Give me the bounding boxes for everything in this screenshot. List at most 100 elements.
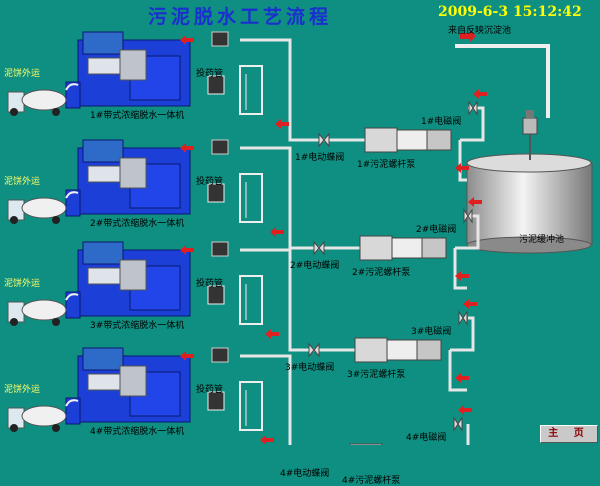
pump-label: 1#污泥螺杆泵 [357, 160, 416, 170]
valve-label: 3#电动蝶阀 [285, 363, 335, 373]
cake-chute [65, 81, 81, 109]
machine-hopper [82, 241, 124, 265]
motor [119, 259, 147, 291]
butterfly-valve [313, 240, 325, 256]
flow-arrow [460, 30, 476, 42]
flush-pipe [466, 424, 470, 445]
solenoid-valve [458, 310, 468, 326]
valve-label: 1#电动蝶阀 [295, 153, 345, 163]
outbound-label: 泥饼外运 [4, 279, 41, 289]
sludge-pipe [240, 146, 360, 250]
dosing-tank [239, 381, 263, 431]
discharge-chute [65, 399, 79, 407]
machine-hopper [82, 31, 124, 55]
sludge-pipe [240, 354, 292, 445]
dosing-label: 投药管 [196, 69, 224, 79]
cake-chute [65, 189, 81, 217]
sludge-pipe [453, 248, 467, 290]
flow-arrow [260, 435, 274, 445]
flow-arrow [180, 245, 194, 255]
screw-pump-body [386, 339, 418, 361]
truck-wheel [52, 318, 60, 326]
sludge-pipe [458, 140, 467, 182]
truck-tank [21, 197, 67, 219]
dosing-label: 投药管 [196, 385, 224, 395]
cake-chute [65, 397, 81, 425]
flow-meter [211, 139, 229, 155]
flow-arrow [180, 35, 194, 45]
motor [119, 365, 147, 397]
machine-hopper [82, 139, 124, 163]
motor [119, 157, 147, 189]
inlet-pipe [455, 44, 550, 118]
flow-arrow [455, 373, 469, 383]
dosing-meter [207, 285, 225, 305]
dosing-meter [207, 75, 225, 95]
screw-pump-head [364, 127, 398, 153]
valve-label: 2#电动蝶阀 [290, 261, 340, 271]
pump-label: 2#污泥螺杆泵 [352, 268, 411, 278]
home-button[interactable]: 主 页 [540, 425, 598, 443]
outbound-label: 泥饼外运 [4, 385, 41, 395]
truck-wheel [52, 216, 60, 224]
dosing-meter [207, 391, 225, 411]
truck-wheel [10, 108, 18, 116]
dosing-tank [239, 173, 263, 223]
page-title: 污泥脱水工艺流程 [148, 6, 333, 28]
machine-label: 4#带式浓缩脱水一体机 [90, 427, 185, 437]
flow-arrow [270, 227, 284, 237]
process-diagram [7, 30, 593, 445]
flow-arrow [468, 197, 482, 207]
sludge-pipe [240, 248, 355, 352]
dosing-label: 投药管 [196, 177, 224, 187]
screw-pump-head [359, 235, 393, 261]
solenoid-label: 2#电磁阀 [416, 225, 457, 235]
pump-label: 3#污泥螺杆泵 [347, 370, 406, 380]
truck-wheel [10, 318, 18, 326]
screw-pump-head [354, 337, 388, 363]
flow-arrow [463, 299, 477, 309]
truck-wheel [52, 424, 60, 432]
screw-pump-body [396, 129, 428, 151]
machine-label: 1#带式浓缩脱水一体机 [90, 111, 185, 121]
solenoid-label: 1#电磁阀 [421, 117, 462, 127]
solenoid-valve [463, 208, 473, 224]
truck-wheel [10, 424, 18, 432]
pump-motor [426, 129, 452, 151]
sludge-pipe [448, 350, 467, 392]
flow-arrow [180, 143, 194, 153]
dosing-label: 投药管 [196, 279, 224, 289]
flow-meter [211, 241, 229, 257]
flush-pipe [460, 106, 485, 142]
dosing-tank [239, 275, 263, 325]
flow-meter [211, 31, 229, 47]
valve-label: 4#电动蝶阀 [280, 469, 330, 479]
solenoid-label: 4#电磁阀 [406, 433, 447, 443]
machine-hopper [82, 347, 124, 371]
discharge-chute [65, 191, 79, 199]
flush-pipe [450, 316, 475, 352]
truck-tank [21, 89, 67, 111]
tank-label: 污泥缓冲池 [519, 235, 565, 245]
flow-arrow [455, 271, 469, 281]
flow-arrow [458, 405, 472, 415]
outbound-label: 泥饼外运 [4, 69, 41, 79]
truck-wheel [52, 108, 60, 116]
discharge-chute [65, 293, 79, 301]
outbound-label: 泥饼外运 [4, 177, 41, 187]
flow-arrow [275, 119, 289, 129]
machine-label: 2#带式浓缩脱水一体机 [90, 219, 185, 229]
flow-meter [211, 347, 229, 363]
source-label: 来自反映沉淀池 [448, 26, 512, 36]
flow-arrow [265, 329, 279, 339]
flow-arrow [473, 89, 487, 99]
flush-pipe [455, 214, 480, 250]
screw-pump-body [391, 237, 423, 259]
truck-wheel [10, 216, 18, 224]
solenoid-valve [468, 100, 478, 116]
motor [119, 49, 147, 81]
datetime-display: 2009-6-3 15:12:42 [438, 4, 582, 20]
solenoid-label: 3#电磁阀 [411, 327, 452, 337]
butterfly-valve [308, 342, 320, 358]
butterfly-valve [318, 132, 330, 148]
